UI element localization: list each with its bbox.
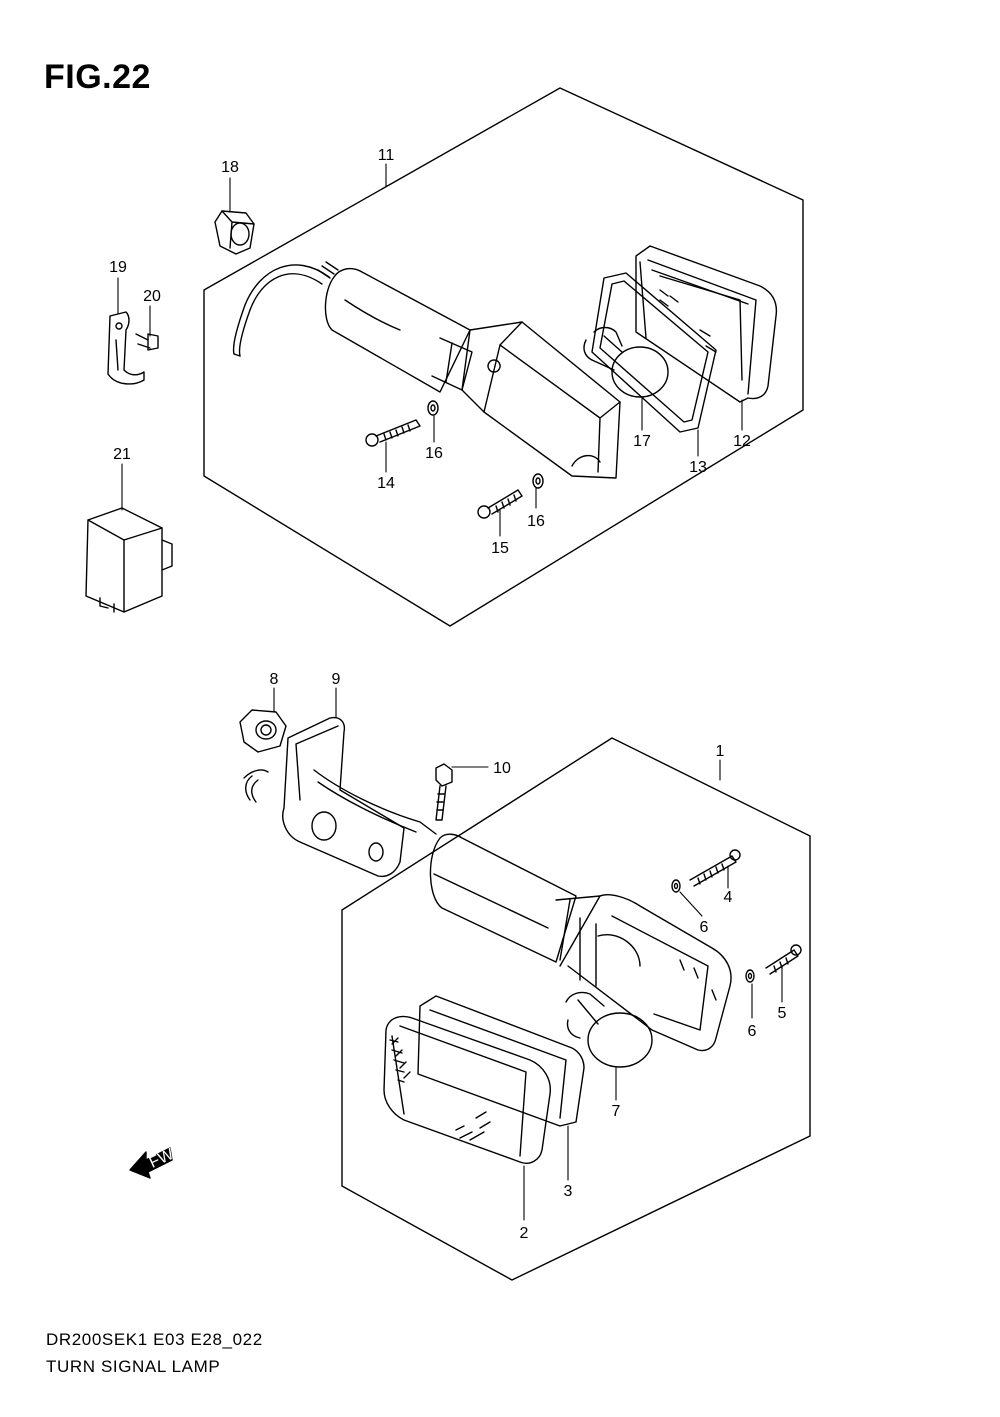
callout-5: 5 xyxy=(778,1005,787,1022)
lens-2 xyxy=(383,1015,551,1164)
forward-arrow-label: FWD xyxy=(147,1141,187,1172)
diagram-name: TURN SIGNAL LAMP xyxy=(46,1357,221,1376)
callout-21: 21 xyxy=(113,446,131,463)
callout-19: 19 xyxy=(109,259,127,276)
callout-14: 14 xyxy=(377,475,395,492)
callout-18: 18 xyxy=(221,159,239,176)
nut-8 xyxy=(239,709,287,753)
washer-6-b xyxy=(745,969,755,983)
lamp-body-1 xyxy=(429,833,732,1052)
callout-15: 15 xyxy=(491,540,509,557)
diagram-code: DR200SEK1 E03 E28_022 xyxy=(46,1330,263,1349)
screw-4 xyxy=(689,849,741,887)
bracket-19 xyxy=(107,311,145,385)
callout-6-b: 6 xyxy=(748,1023,757,1040)
gasket-3 xyxy=(417,995,585,1127)
lens-12 xyxy=(635,245,778,403)
screw-5 xyxy=(765,944,802,975)
callout-13: 13 xyxy=(689,459,707,476)
assembly-outline-11 xyxy=(203,87,804,627)
lamp-body-11 xyxy=(324,267,621,479)
callout-numbers: 1 2 3 4 5 6 6 7 8 9 10 11 12 13 14 15 16… xyxy=(109,147,786,1242)
bulb-7 xyxy=(565,991,653,1068)
screw-10 xyxy=(435,763,453,821)
washer-16-a xyxy=(427,400,439,416)
bulb-17 xyxy=(583,326,669,398)
lamp-wire-11 xyxy=(232,261,339,357)
bracket-9 xyxy=(243,716,437,878)
callout-16-b: 16 xyxy=(527,513,545,530)
relay-21 xyxy=(85,507,173,613)
callout-6-a: 6 xyxy=(700,919,709,936)
screw-14 xyxy=(365,419,421,447)
callout-17: 17 xyxy=(633,433,651,450)
callout-20: 20 xyxy=(143,288,161,305)
callout-12: 12 xyxy=(733,433,751,450)
forward-arrow: FWD xyxy=(129,1141,187,1179)
washer-16-b xyxy=(532,473,544,489)
callout-1: 1 xyxy=(716,743,725,760)
callout-16-a: 16 xyxy=(425,445,443,462)
callout-9: 9 xyxy=(332,671,341,688)
callout-2: 2 xyxy=(520,1225,529,1242)
leader-lines xyxy=(117,163,783,1221)
screw-15 xyxy=(477,489,523,519)
gasket-13 xyxy=(591,272,717,433)
callout-7: 7 xyxy=(612,1103,621,1120)
callout-4: 4 xyxy=(724,889,733,906)
callout-10: 10 xyxy=(493,760,511,777)
figure-title: FIG.22 xyxy=(44,58,151,96)
nut-18 xyxy=(214,210,255,255)
screw-20 xyxy=(135,333,159,351)
washer-6-a xyxy=(671,879,681,893)
callout-3: 3 xyxy=(564,1183,573,1200)
callout-11: 11 xyxy=(378,147,395,164)
callout-8: 8 xyxy=(270,671,279,688)
assembly-outline-1 xyxy=(341,737,811,1281)
